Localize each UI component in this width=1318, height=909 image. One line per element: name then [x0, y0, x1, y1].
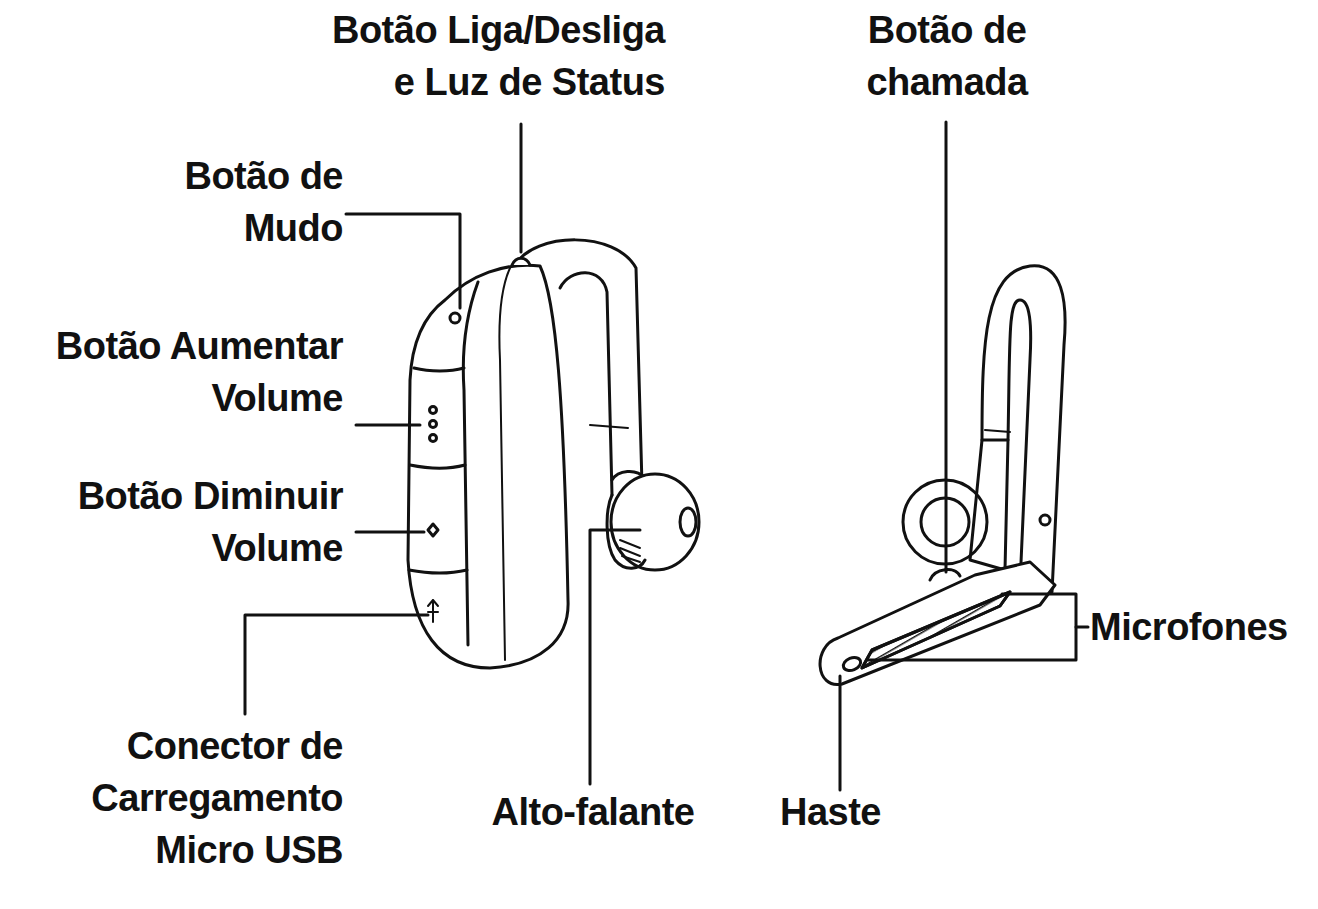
part-label: Botão de Mudo — [163, 150, 343, 254]
headset-front-view — [408, 240, 699, 668]
part-label: Microfones — [1090, 601, 1312, 653]
part-label: Alto-falante — [478, 786, 708, 838]
part-label: Botão Liga/Desliga e Luz de Status — [303, 4, 665, 108]
part-label: Botão Aumentar Volume — [30, 320, 343, 424]
part-label: Botão Diminuir Volume — [52, 470, 343, 574]
part-label: Conector de Carregamento Micro USB — [8, 720, 343, 876]
part-label: Haste — [780, 786, 900, 838]
leader-lines — [840, 122, 1088, 790]
headset-back-view — [820, 266, 1065, 685]
part-label: Botão de chamada — [852, 4, 1042, 108]
